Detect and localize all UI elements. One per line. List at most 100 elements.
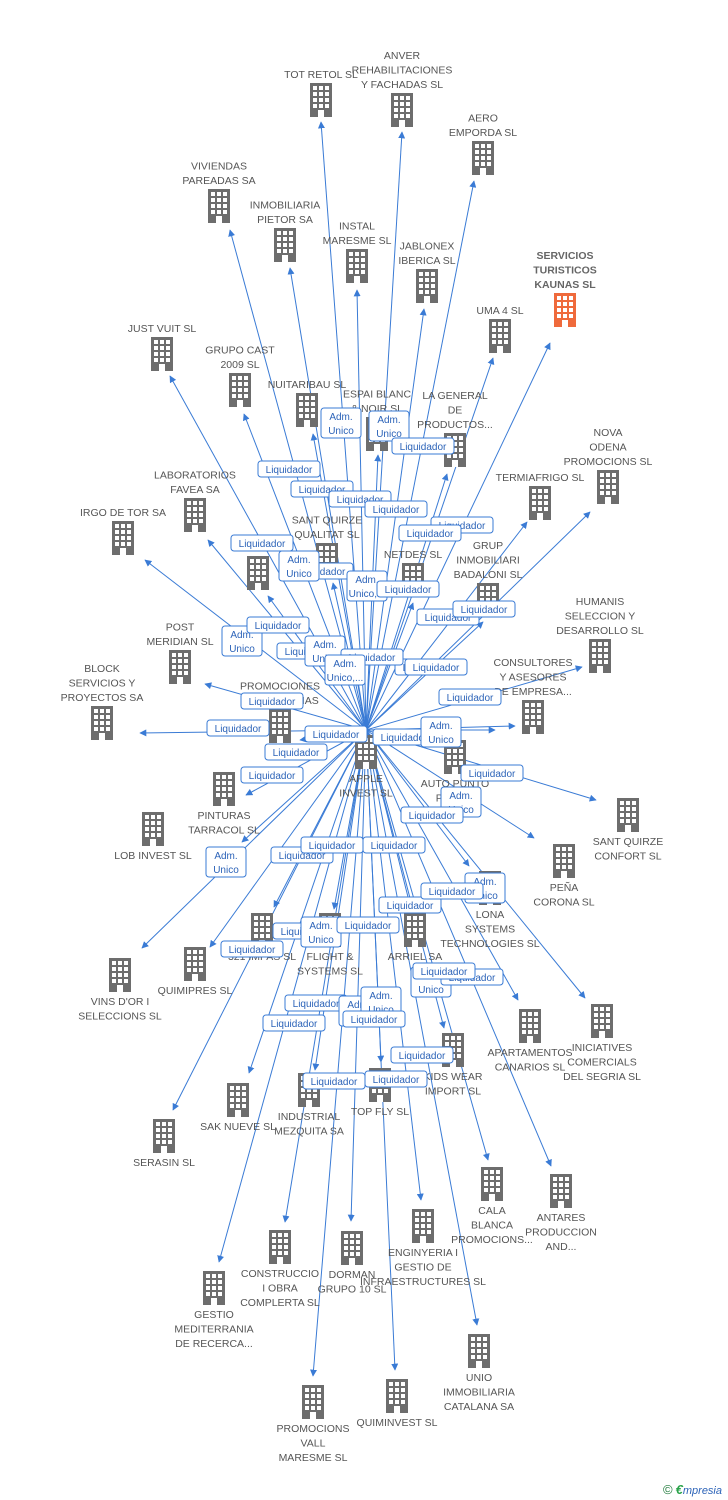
edge-role-label[interactable]: Liquidador	[364, 1070, 428, 1088]
edge-role-label[interactable]: Liquidador	[391, 437, 455, 455]
edge-role-label[interactable]: Liquidador	[420, 882, 484, 900]
company-node-nuitaribau[interactable]: NUITARIBAU SL	[268, 379, 347, 427]
edge-role-label[interactable]: Liquidador	[300, 836, 364, 854]
building-icon	[112, 521, 134, 555]
edge-role-label[interactable]: Liquidador	[378, 896, 442, 914]
edge-role-label[interactable]: Adm.Unico	[278, 550, 320, 582]
company-node-sak[interactable]: SAK NUEVE SL	[200, 1083, 276, 1133]
edge-role-text: Liquidador	[421, 967, 468, 978]
edge-role-label[interactable]: Adm.Unico	[300, 916, 342, 948]
edge-role-label[interactable]: Liquidador	[240, 766, 304, 784]
edge-role-label[interactable]: Liquidador	[230, 534, 294, 552]
edge-role-label[interactable]: Liquidador	[452, 600, 516, 618]
edge-role-label[interactable]: Adm.Unico	[205, 846, 247, 878]
edge-role-label[interactable]: Liquidador	[400, 806, 464, 824]
edge-role-label[interactable]: Liquidador	[412, 962, 476, 980]
company-node-termiafrigo[interactable]: TERMIAFRIGO SL	[496, 472, 585, 520]
edge-role-text: Liquidador	[447, 693, 494, 704]
company-node-just-vuit[interactable]: JUST VUIT SL	[128, 323, 197, 371]
company-node-irgo[interactable]: IRGO DE TOR SA	[80, 507, 166, 555]
company-node-flight[interactable]: FLIGHT &SYSTEMS SL	[297, 913, 363, 978]
edge-role-label[interactable]: Liquidador	[342, 1010, 406, 1028]
company-node-netdes[interactable]: NETDES SL	[384, 549, 443, 597]
edge-role-label[interactable]: Liquidador	[264, 743, 328, 761]
edge-role-label[interactable]: Adm.Unico	[368, 410, 410, 442]
edge-role-text: Adm.	[329, 412, 352, 423]
edge-role-label[interactable]: Liquidador	[336, 916, 400, 934]
edge-role-label[interactable]: Adm.Unico	[420, 716, 462, 748]
edge-role-label[interactable]: Liquidador	[390, 1046, 454, 1064]
edge-role-label[interactable]: Liquidador	[362, 836, 426, 854]
edge-role-label[interactable]: Adm.Unico	[320, 407, 362, 439]
company-node-cala[interactable]: CALABLANCAPROMOCIONS...	[451, 1167, 533, 1246]
company-node-top-fly[interactable]: TOP FLY SL	[351, 1068, 409, 1118]
building-icon	[522, 700, 544, 734]
edge-termiafrigo	[365, 521, 528, 731]
edge-role-label[interactable]: Liquidador	[460, 764, 524, 782]
edge-iniciatives	[365, 729, 586, 999]
edge-role-label[interactable]: Liquidador	[398, 524, 462, 542]
edge-role-label[interactable]: Liquidador	[438, 688, 502, 706]
edge-role-label[interactable]: Liquidador	[257, 460, 321, 478]
company-node-serasin[interactable]: SERASIN SL	[133, 1119, 195, 1169]
edge-role-label[interactable]: Liquidador	[404, 658, 468, 676]
edge-role-label[interactable]: Liquidador	[372, 728, 436, 746]
edge-role-label[interactable]: Liquidador	[364, 500, 428, 518]
company-node-quimipres[interactable]: QUIMIPRES SL	[158, 947, 233, 997]
edge-role-label[interactable]: Liquidador	[376, 580, 440, 598]
company-node-lob[interactable]: LOB INVEST SL	[114, 812, 192, 862]
edge-role-label[interactable]: Liquidador	[304, 725, 368, 743]
company-node-general[interactable]: LA GENERALDEPRODUCTOS...	[417, 390, 493, 467]
edge-role-label[interactable]: Liquidador	[246, 616, 310, 634]
node-label-line: NOVA	[594, 427, 623, 439]
edge-role-label[interactable]: Adm.Unico,...	[324, 654, 366, 686]
company-node-antares[interactable]: ANTARESPRODUCCIONAND...	[525, 1174, 597, 1253]
company-node-quiminvest[interactable]: QUIMINVEST SL	[357, 1379, 438, 1429]
node-label-line: FLIGHT &	[306, 951, 353, 963]
edge-role-label[interactable]: Liquidador	[220, 940, 284, 958]
edge-role-label[interactable]: Liquidador	[262, 1014, 326, 1032]
company-node-uma4[interactable]: UMA 4 SL	[476, 305, 524, 353]
edge-role-label[interactable]: Liquidador	[284, 994, 348, 1012]
edge-role-label[interactable]: Liquidador	[302, 1072, 366, 1090]
edge-aero	[365, 180, 477, 731]
company-node-arriel[interactable]: ARRIEL SA	[388, 913, 442, 963]
node-label-line: PROMOCIONES	[240, 681, 320, 693]
node-label-line: POST	[166, 622, 195, 634]
edge-role-label[interactable]: Liquidador	[206, 719, 270, 737]
company-node-tot-retol[interactable]: TOT RETOL SL	[284, 69, 358, 117]
edge-role-label[interactable]: Liquidador	[240, 692, 304, 710]
